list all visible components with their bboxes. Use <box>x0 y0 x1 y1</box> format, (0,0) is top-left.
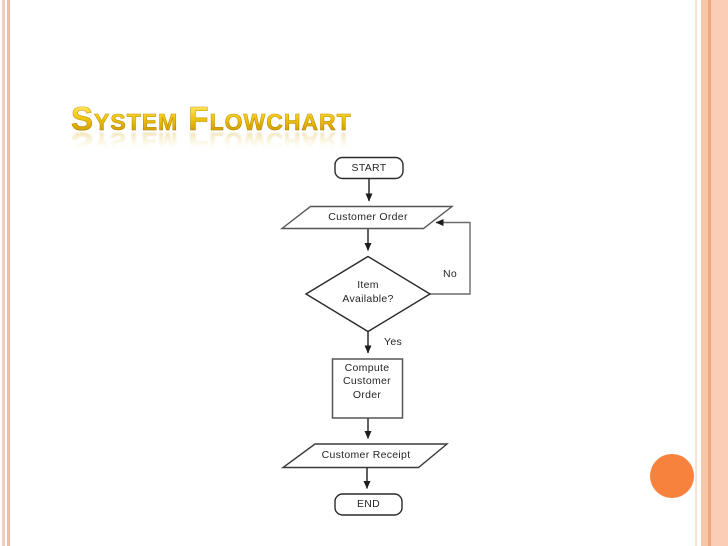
left-accent-stripe-outer <box>2 0 5 546</box>
process-label-line3: Order <box>352 388 382 401</box>
decision-label-line1: Item <box>357 279 379 291</box>
accent-circle <box>650 454 694 498</box>
customer-order-parallelogram-shape <box>279 205 455 230</box>
title-block: System Flowchart System Flowchart <box>71 100 352 164</box>
start-node-label: START <box>351 162 387 174</box>
edge-no-loop <box>430 219 471 295</box>
process-rectangle-shape <box>331 358 404 419</box>
left-accent-stripe-inner <box>6 0 10 546</box>
customer-receipt-node-label: Customer Receipt <box>321 449 411 461</box>
right-accent-band-inner <box>701 0 708 546</box>
process-label-line2: Customer <box>343 375 391 388</box>
end-terminator-shape <box>334 493 403 516</box>
process-label-line1: Compute <box>344 362 390 374</box>
yes-branch-label: Yes <box>383 336 403 348</box>
right-accent-band-outer <box>711 0 728 546</box>
customer-receipt-parallelogram-shape <box>280 443 449 469</box>
right-accent-band-line <box>708 0 711 546</box>
process-node-label: Compute Customer Order <box>332 362 402 402</box>
slide-title: System Flowchart <box>71 100 352 137</box>
start-terminator-shape <box>334 156 404 180</box>
decision-diamond-shape <box>304 255 432 333</box>
customer-order-node-label: Customer Order <box>328 211 408 223</box>
end-node-label: END <box>356 498 381 510</box>
right-accent-stripe-thin <box>694 0 697 546</box>
decision-node-label: Item Available? <box>318 279 418 306</box>
decision-label-line2: Available? <box>342 292 394 305</box>
no-branch-label: No <box>442 268 458 280</box>
